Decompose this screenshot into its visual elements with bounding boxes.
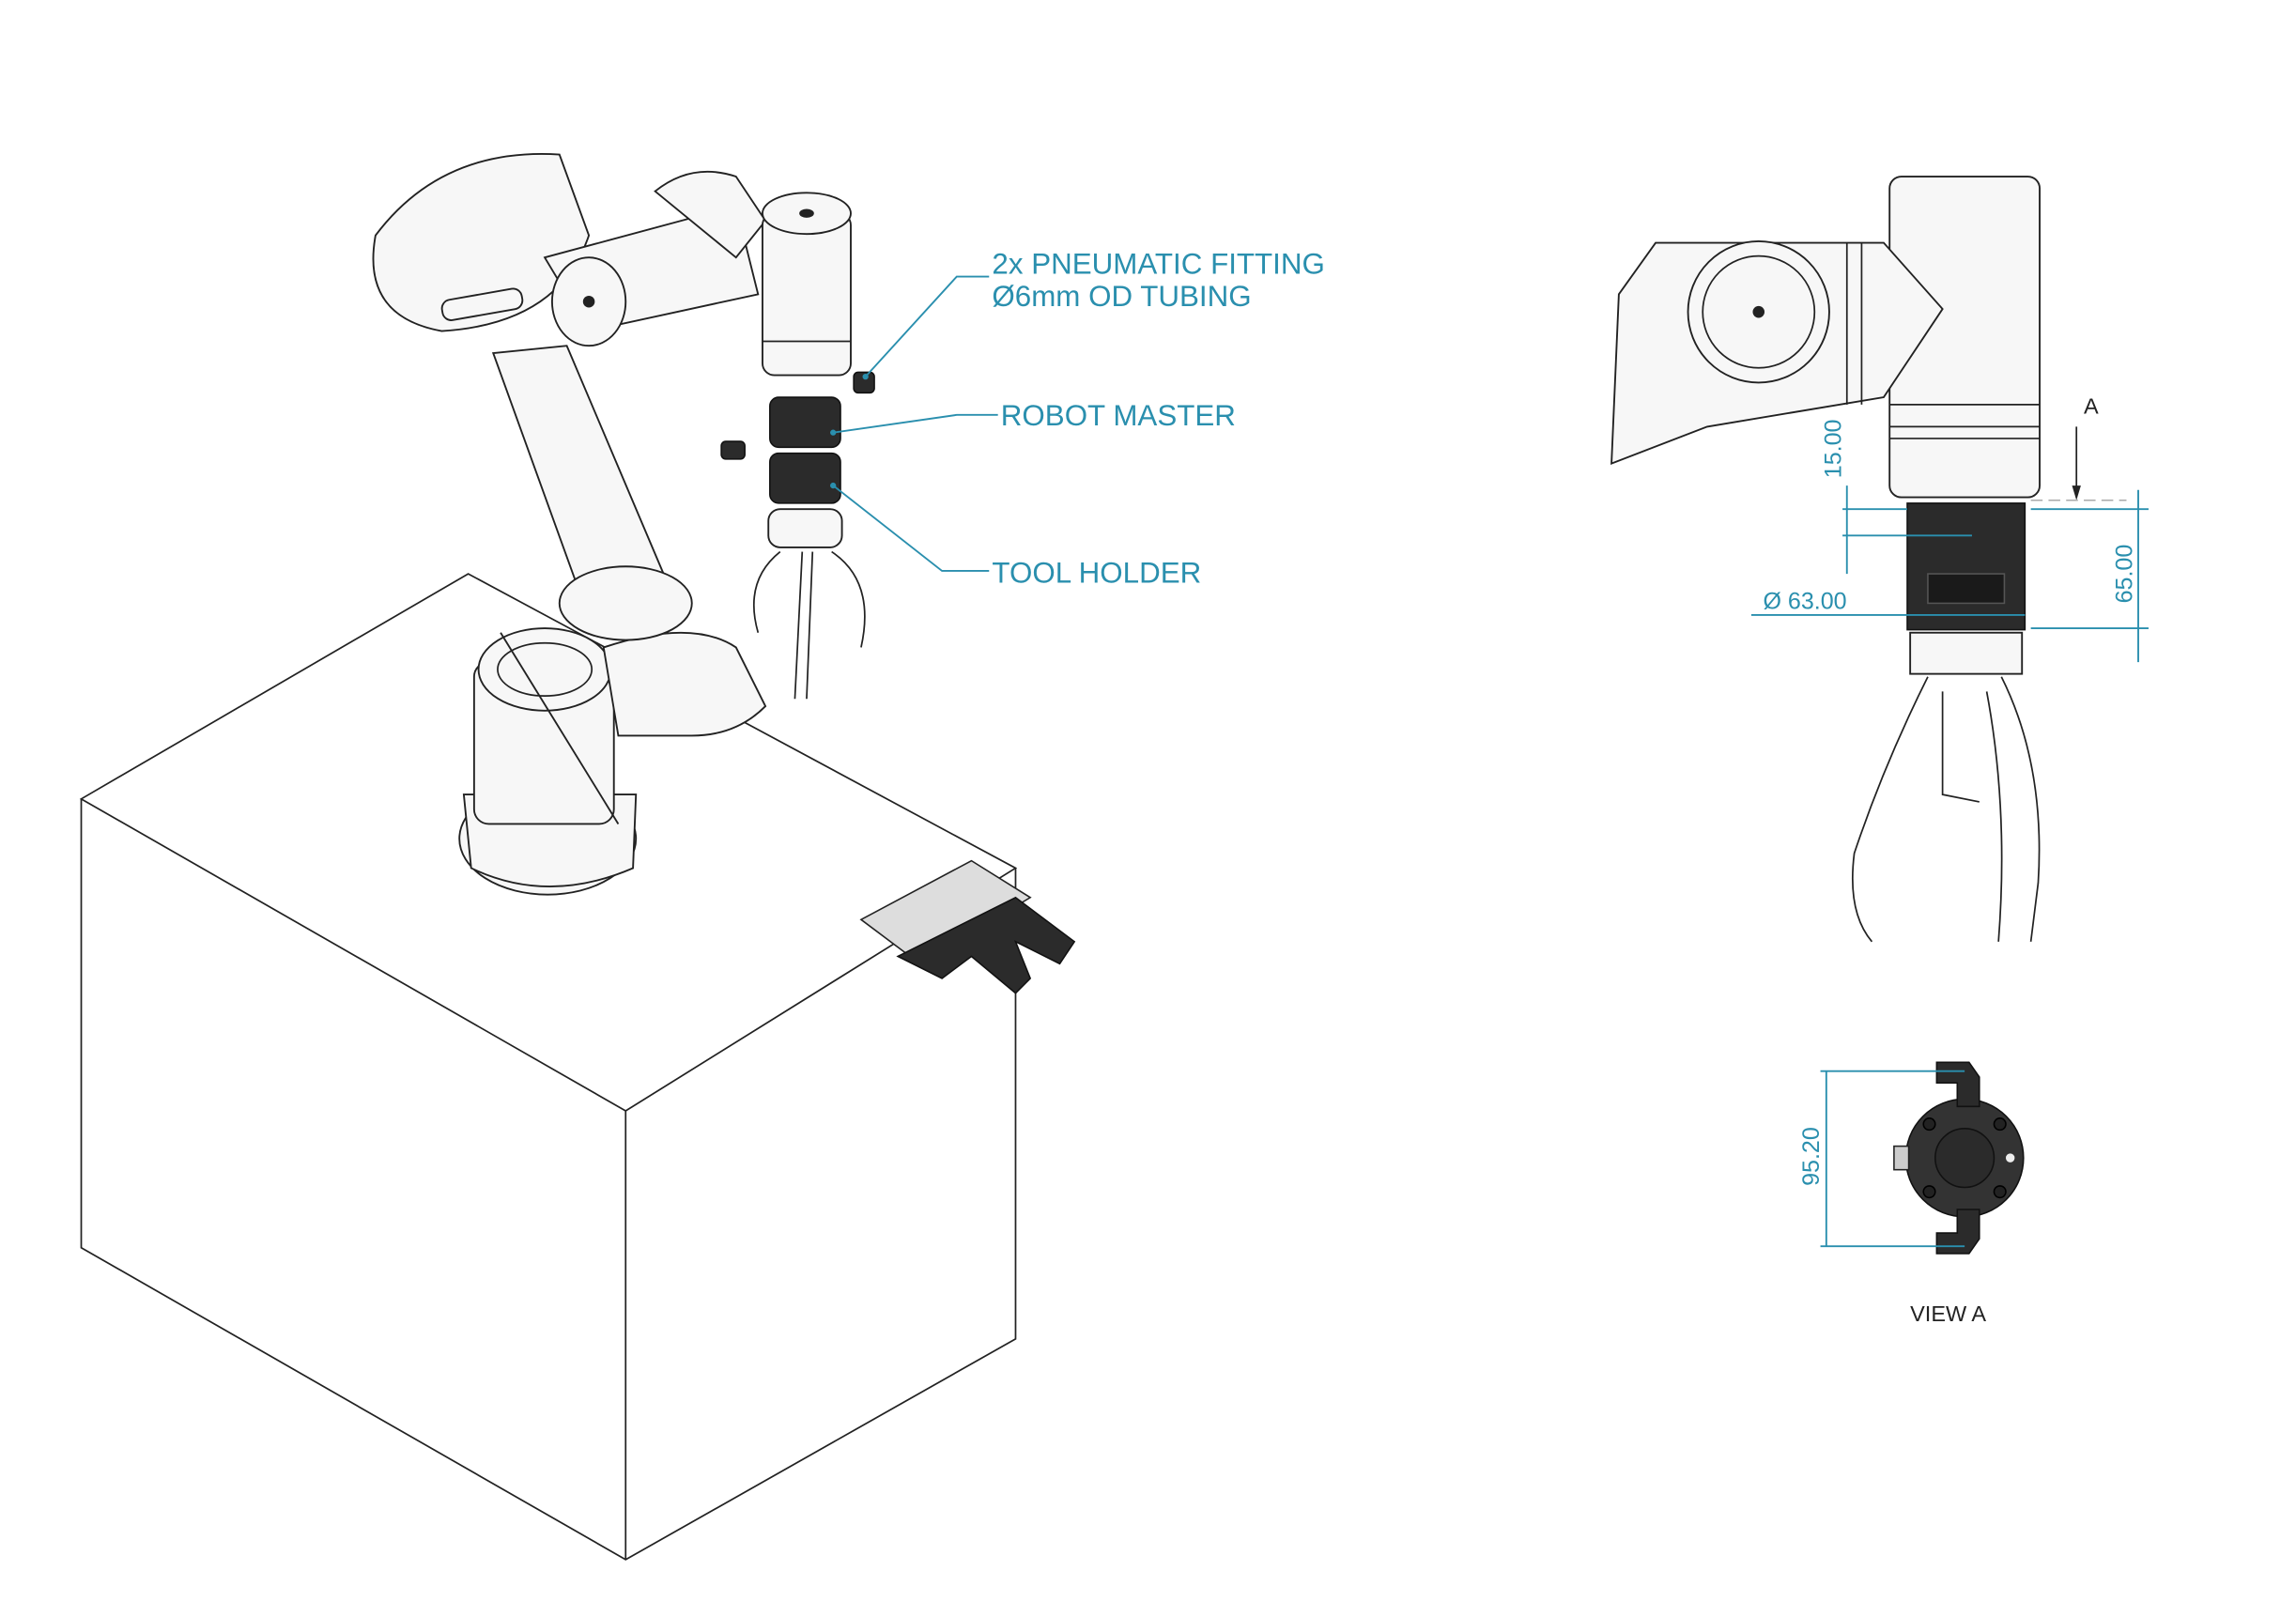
robot-side-view [1610,176,2041,943]
gripper-on-table [859,859,1076,994]
callout-robot-master: ROBOT MASTER [1001,399,1236,432]
dim-spacing: 95.20 [1798,1127,1825,1186]
callout-pneumatic-fitting: 2x PNEUMATIC FITTING [992,247,1324,280]
tool-changer-isometric [720,371,875,700]
callout-tubing: Ø6mm OD TUBING [992,280,1251,313]
callout-leaders [830,275,998,572]
dim-height: 65.00 [2112,545,2138,604]
section-marker-a: A [2084,393,2099,418]
dim-offset: 15.00 [1821,420,1847,479]
view-a-drawing [1820,1061,2025,1255]
callout-tool-holder: TOOL HOLDER [992,556,1201,589]
view-a-title: VIEW A [1910,1301,1986,1326]
dim-diameter: Ø 63.00 [1763,589,1846,615]
side-view-dimensions [1750,426,2149,663]
table-cube [79,573,1018,1561]
robot-arm-isometric [372,153,852,896]
